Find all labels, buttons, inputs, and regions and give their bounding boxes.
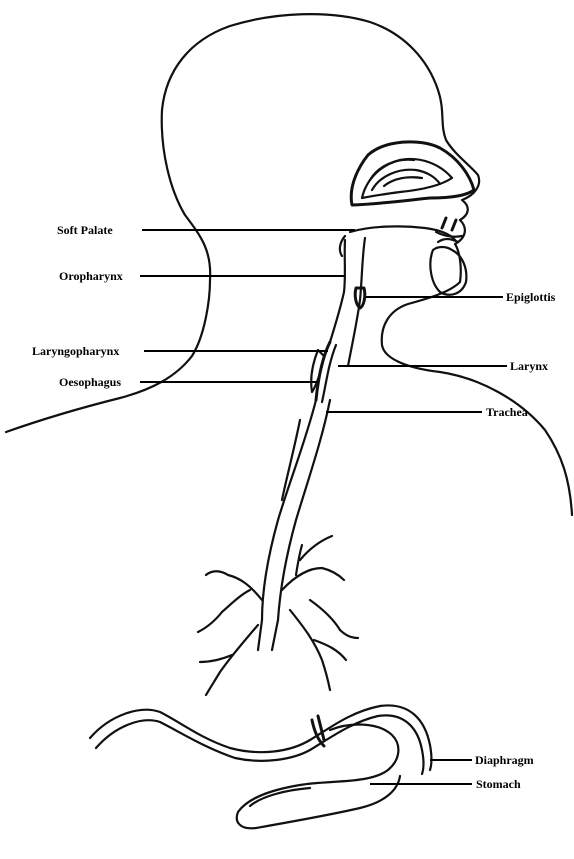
body-outline bbox=[6, 14, 572, 515]
label-epiglottis: Epiglottis bbox=[506, 290, 556, 304]
label-oesophagus: Oesophagus bbox=[59, 375, 121, 389]
label-trachea: Trachea bbox=[486, 405, 528, 419]
labels: Soft Palate Oropharynx Epiglottis Laryng… bbox=[32, 223, 556, 791]
label-laryngopharynx: Laryngopharynx bbox=[32, 344, 119, 358]
label-soft-palate: Soft Palate bbox=[57, 223, 113, 237]
label-diaphragm: Diaphragm bbox=[475, 753, 534, 767]
label-stomach: Stomach bbox=[476, 777, 521, 791]
pharynx-tubes bbox=[311, 238, 365, 402]
leader-lines bbox=[140, 230, 507, 784]
diaphragm-shape bbox=[90, 705, 432, 774]
oesophagus-tube bbox=[262, 400, 330, 620]
oral-cavity bbox=[340, 218, 467, 295]
label-oropharynx: Oropharynx bbox=[59, 269, 123, 283]
label-larynx: Larynx bbox=[510, 359, 548, 373]
